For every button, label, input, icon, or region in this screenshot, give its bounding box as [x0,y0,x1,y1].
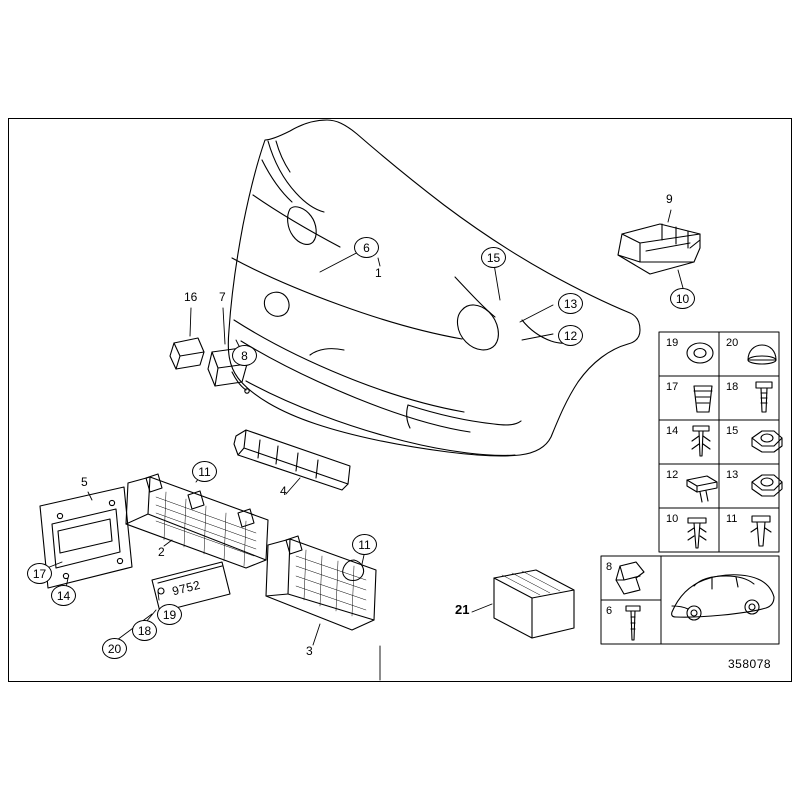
callout-20[interactable]: 20 [102,638,127,659]
callout-18[interactable]: 18 [132,620,157,641]
callout-12[interactable]: 12 [558,325,583,346]
legend-num-13: 13 [726,469,739,481]
callout-label: 18 [137,623,152,638]
part-number-7: 7 [219,290,226,304]
legend-num-11: 11 [726,513,738,525]
callout-label: 8 [241,348,248,363]
callout-17[interactable]: 17 [27,563,52,584]
callout-label: 19 [162,607,177,622]
legend-num-17: 17 [666,381,679,393]
callout-label: 15 [486,250,501,265]
legend-num-19: 19 [666,337,679,349]
callout-10[interactable]: 10 [670,288,695,309]
diagram-part-number: 358078 [728,657,772,671]
callout-13[interactable]: 13 [558,293,583,314]
callout-8[interactable]: 8 [232,345,257,366]
part-number-21: 21 [455,602,470,617]
part-number-3: 3 [306,644,313,658]
callout-11-lower[interactable]: 11 [352,534,377,555]
part-number-16: 16 [184,290,198,304]
part-number-9: 9 [666,192,673,206]
callout-19[interactable]: 19 [157,604,182,625]
callout-label: 6 [363,240,370,255]
legend-num-12: 12 [666,469,679,481]
callout-label: 11 [358,537,371,552]
callout-6[interactable]: 6 [354,237,379,258]
callout-label: 14 [56,588,71,603]
diagram-frame [8,118,792,682]
legend-num-10: 10 [666,513,679,525]
part-number-2: 2 [158,545,165,559]
callout-label: 10 [675,291,690,306]
legend-num-18: 18 [726,381,739,393]
callout-label: 13 [563,296,578,311]
legend-num-6: 6 [606,605,613,617]
part-number-5: 5 [81,475,88,489]
legend-num-14: 14 [666,425,679,437]
legend-num-20: 20 [726,337,739,349]
callout-label: 12 [563,328,578,343]
callout-label: 11 [198,464,211,479]
callout-label: 17 [32,566,47,581]
callout-14[interactable]: 14 [51,585,76,606]
legend-num-8: 8 [606,561,613,573]
callout-label: 20 [107,641,122,656]
callout-15[interactable]: 15 [481,247,506,268]
callout-11-upper[interactable]: 11 [192,461,217,482]
part-number-4: 4 [280,484,287,498]
legend-num-15: 15 [726,425,739,437]
part-number-1: 1 [375,266,382,280]
